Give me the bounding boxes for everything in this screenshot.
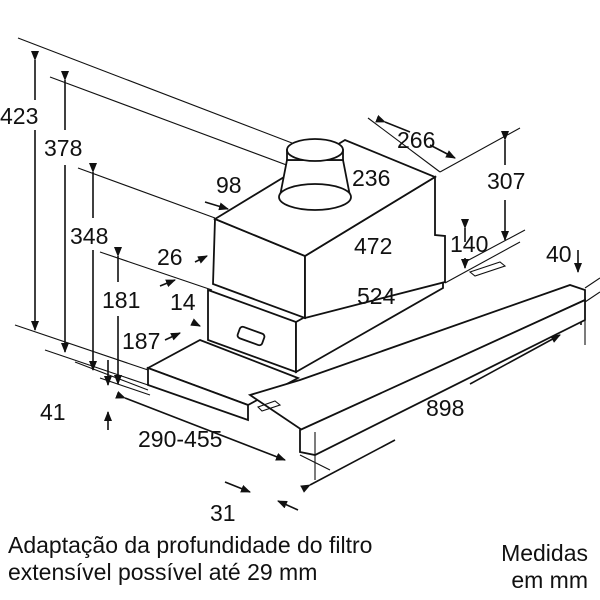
dim-236: 236 [352, 165, 390, 191]
dim-524: 524 [357, 283, 396, 309]
dim-472: 472 [354, 233, 392, 259]
exhaust-duct [278, 138, 352, 211]
dim-898: 898 [426, 395, 464, 421]
dim-290-455: 290-455 [138, 426, 222, 452]
dim-378: 378 [44, 135, 82, 161]
dim-26: 26 [157, 244, 183, 270]
fan-control [236, 325, 266, 347]
dim-423: 423 [0, 103, 38, 129]
filter-note: Adaptação da profundidade do filtro exte… [8, 532, 372, 586]
dim-181: 181 [102, 287, 140, 313]
dim-348: 348 [70, 223, 108, 249]
dim-14: 14 [170, 289, 196, 315]
dimension-labels: 423 378 348 181 187 41 290-455 31 98 26 … [0, 103, 572, 526]
dim-40: 40 [546, 241, 572, 267]
dim-187: 187 [122, 328, 160, 354]
units-note: Medidas em mm [501, 540, 588, 594]
filter-note-line2: extensível possível até 29 mm [8, 559, 318, 585]
dim-266: 266 [397, 127, 435, 153]
dim-41: 41 [40, 399, 66, 425]
filter-note-line1: Adaptação da profundidade do filtro [8, 532, 373, 558]
units-note-line1: Medidas [501, 540, 588, 566]
dim-140: 140 [450, 231, 488, 257]
hood-body [145, 138, 586, 456]
front-bar [299, 298, 586, 456]
dim-98: 98 [216, 172, 242, 198]
dim-31: 31 [210, 500, 236, 526]
dim-307: 307 [487, 168, 525, 194]
units-note-line2: em mm [511, 567, 588, 593]
